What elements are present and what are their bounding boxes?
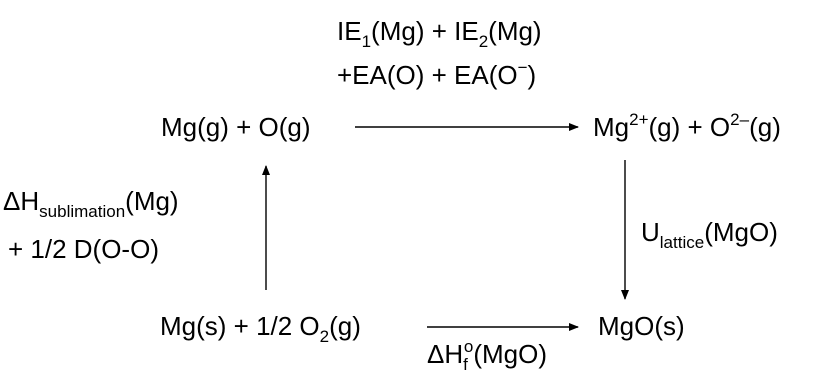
product-mgo: MgO(s) (598, 311, 685, 341)
formation-enthalpy-label: ΔHfo(MgO) (427, 337, 548, 374)
dissociation-label: + 1/2 D(O-O) (8, 234, 159, 264)
electron-affinity-label: +EA(O) + EA(O−) (337, 58, 537, 90)
ionization-energy-label: IE1(Mg) + IE2(Mg) (337, 16, 542, 51)
lattice-energy-label: Ulattice(MgO) (641, 217, 778, 252)
gaseous-ions: Mg2+(g) + O2–(g) (593, 110, 781, 142)
gaseous-atoms: Mg(g) + O(g) (161, 112, 311, 142)
solid-reactants: Mg(s) + 1/2 O2(g) (160, 311, 361, 346)
sublimation-label: ΔHsublimation(Mg) (3, 186, 179, 221)
